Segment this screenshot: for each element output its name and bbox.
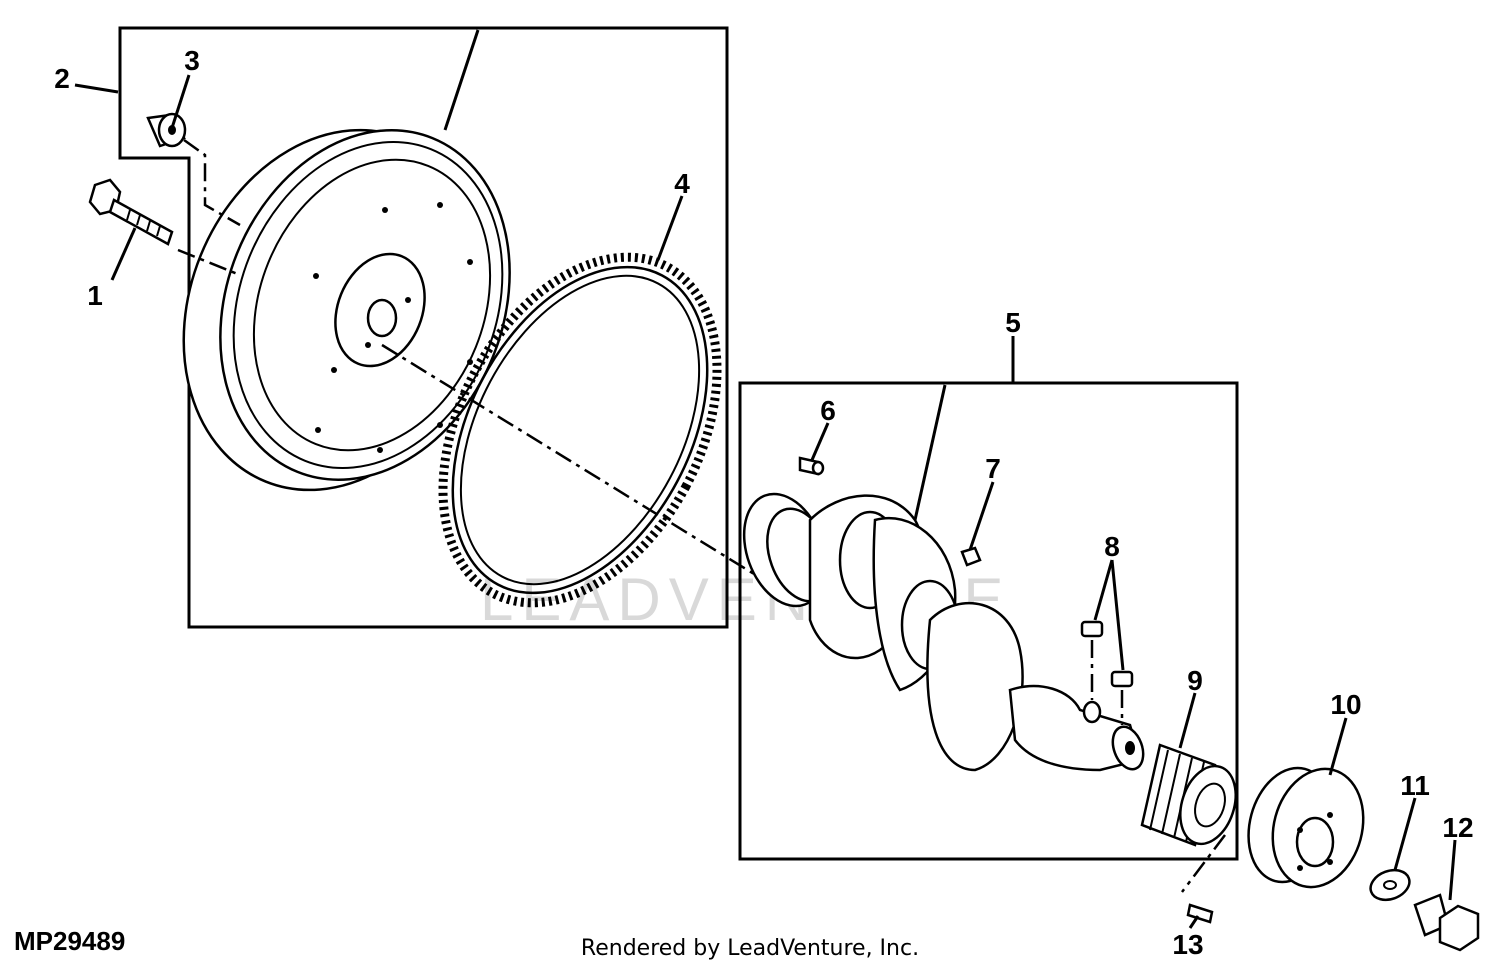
leader-12 bbox=[1448, 839, 1457, 901]
leader-2 bbox=[74, 83, 119, 94]
leader-8b bbox=[1110, 559, 1125, 671]
callout-5: 5 bbox=[1005, 307, 1021, 338]
figure-code: MP29489 bbox=[14, 926, 125, 956]
axis-line-bushing bbox=[183, 138, 241, 227]
axis-line-bolt bbox=[177, 248, 241, 277]
leader-10 bbox=[1328, 717, 1348, 776]
key-lower bbox=[1110, 670, 1134, 688]
ring-gear bbox=[438, 252, 722, 608]
key-upper bbox=[1080, 620, 1104, 638]
washer bbox=[1369, 868, 1411, 902]
pilot-bushing bbox=[146, 112, 187, 148]
callout-3: 3 bbox=[184, 45, 200, 76]
plug bbox=[960, 546, 982, 567]
leader-1 bbox=[110, 227, 137, 281]
flywheel bbox=[182, 128, 511, 492]
dowel-pin bbox=[798, 456, 825, 476]
callout-8: 8 bbox=[1104, 531, 1120, 562]
leader-flywheel bbox=[443, 29, 480, 131]
leader-13 bbox=[1188, 915, 1200, 929]
flywheel-bolt bbox=[88, 178, 174, 246]
callout-7: 7 bbox=[985, 453, 1001, 484]
axis-line-main bbox=[381, 343, 781, 592]
leader-3 bbox=[170, 74, 191, 129]
callout-9: 9 bbox=[1187, 665, 1203, 696]
gear-pin bbox=[1186, 903, 1214, 924]
flywheel-group-outline bbox=[118, 26, 729, 629]
crankshaft-gear bbox=[1140, 743, 1237, 847]
callout-6: 6 bbox=[820, 395, 836, 426]
leader-9 bbox=[1178, 692, 1197, 749]
callout-2: 2 bbox=[54, 63, 70, 94]
leader-11 bbox=[1393, 797, 1417, 871]
callout-12: 12 bbox=[1442, 812, 1473, 843]
callout-10: 10 bbox=[1330, 689, 1361, 720]
crankshaft-group-outline bbox=[738, 381, 1239, 861]
leader-crank bbox=[913, 384, 947, 521]
crankshaft bbox=[742, 492, 1145, 772]
callout-13: 13 bbox=[1172, 929, 1203, 960]
leader-7 bbox=[968, 481, 995, 551]
leader-6 bbox=[810, 422, 830, 461]
pin-axis bbox=[1181, 834, 1226, 893]
credit-line: Rendered by LeadVenture, Inc. bbox=[581, 936, 919, 961]
leader-8a bbox=[1093, 559, 1114, 621]
leader-4 bbox=[656, 195, 684, 261]
pulley-cap-screw bbox=[1413, 893, 1480, 952]
crankshaft-pulley bbox=[1247, 766, 1365, 889]
callout-4: 4 bbox=[674, 168, 690, 199]
callout-1: 1 bbox=[87, 280, 103, 311]
callout-11: 11 bbox=[1400, 770, 1430, 801]
